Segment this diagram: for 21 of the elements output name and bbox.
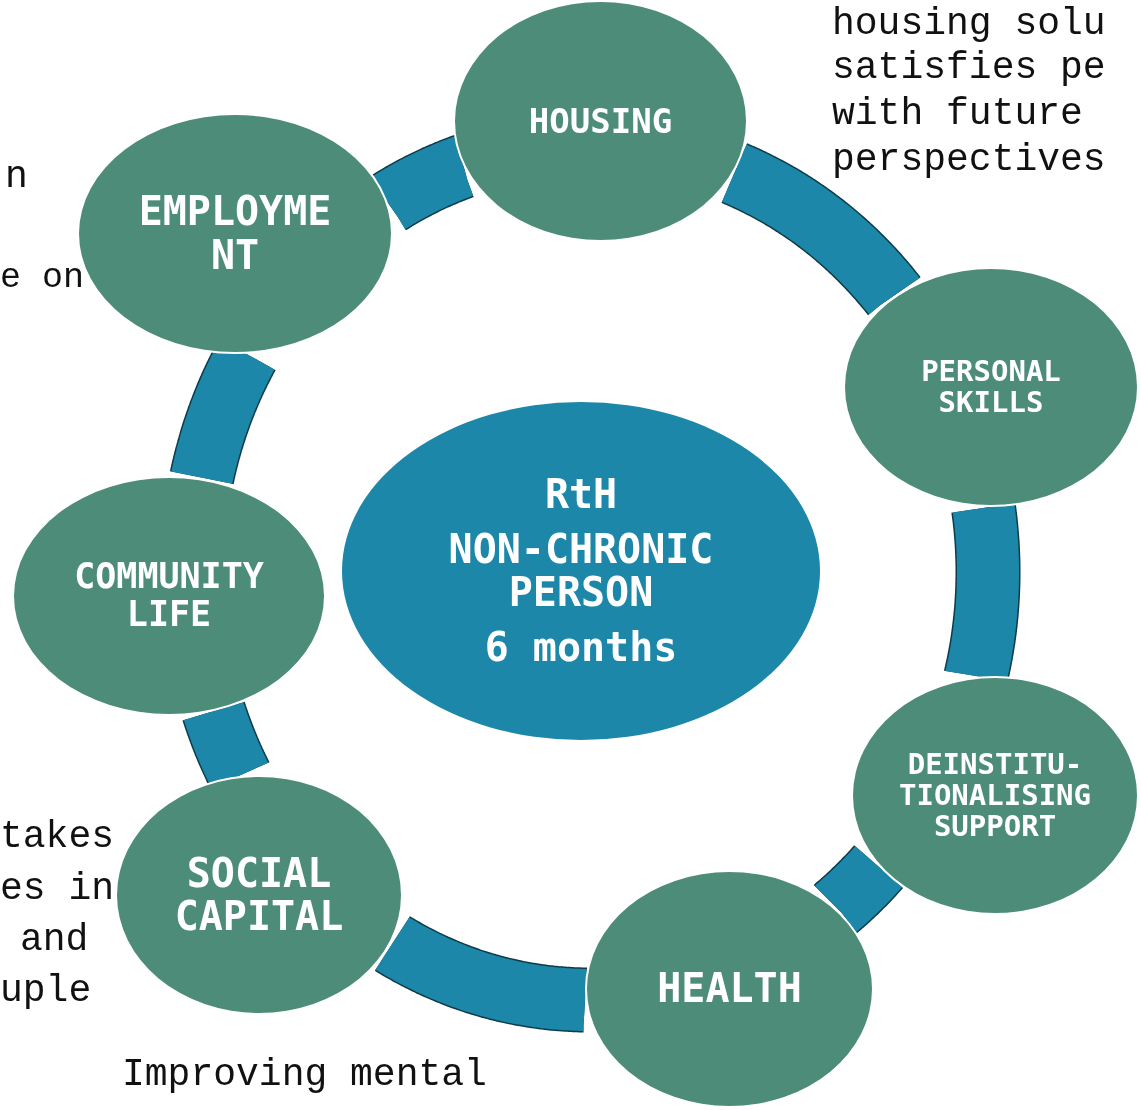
node-text: HEALTH bbox=[657, 967, 802, 1011]
text-fragment: takes bbox=[0, 815, 115, 859]
node-text: PERSONAL SKILLS bbox=[920, 355, 1062, 419]
node-text: COMMUNITY LIFE bbox=[73, 558, 265, 634]
text-fragment: perspectives bbox=[832, 138, 1106, 182]
node-text: EMPLOYMENT bbox=[137, 190, 333, 277]
text-fragment: satisfies pe bbox=[832, 46, 1106, 90]
text-fragment: es in bbox=[0, 867, 115, 911]
node-text: RtH bbox=[544, 472, 618, 516]
text-fragment: Improving mental bbox=[122, 1053, 487, 1097]
text-fragment: e on bbox=[0, 257, 84, 300]
node-text: HOUSING bbox=[528, 102, 673, 140]
text-fragment: uple bbox=[0, 969, 92, 1013]
node-text: 6 months bbox=[484, 626, 678, 670]
text-fragment: and bbox=[20, 918, 89, 962]
text-fragment: housing solu bbox=[832, 2, 1106, 46]
node-text: DEINSTITU-TIONALISING SUPPORT bbox=[897, 748, 1093, 843]
text-fragment: with future bbox=[832, 92, 1083, 136]
node-text: SOCIAL CAPITAL bbox=[173, 851, 345, 939]
text-fragment: n bbox=[5, 155, 28, 199]
node-text: NON-CHRONIC PERSON bbox=[447, 527, 715, 615]
